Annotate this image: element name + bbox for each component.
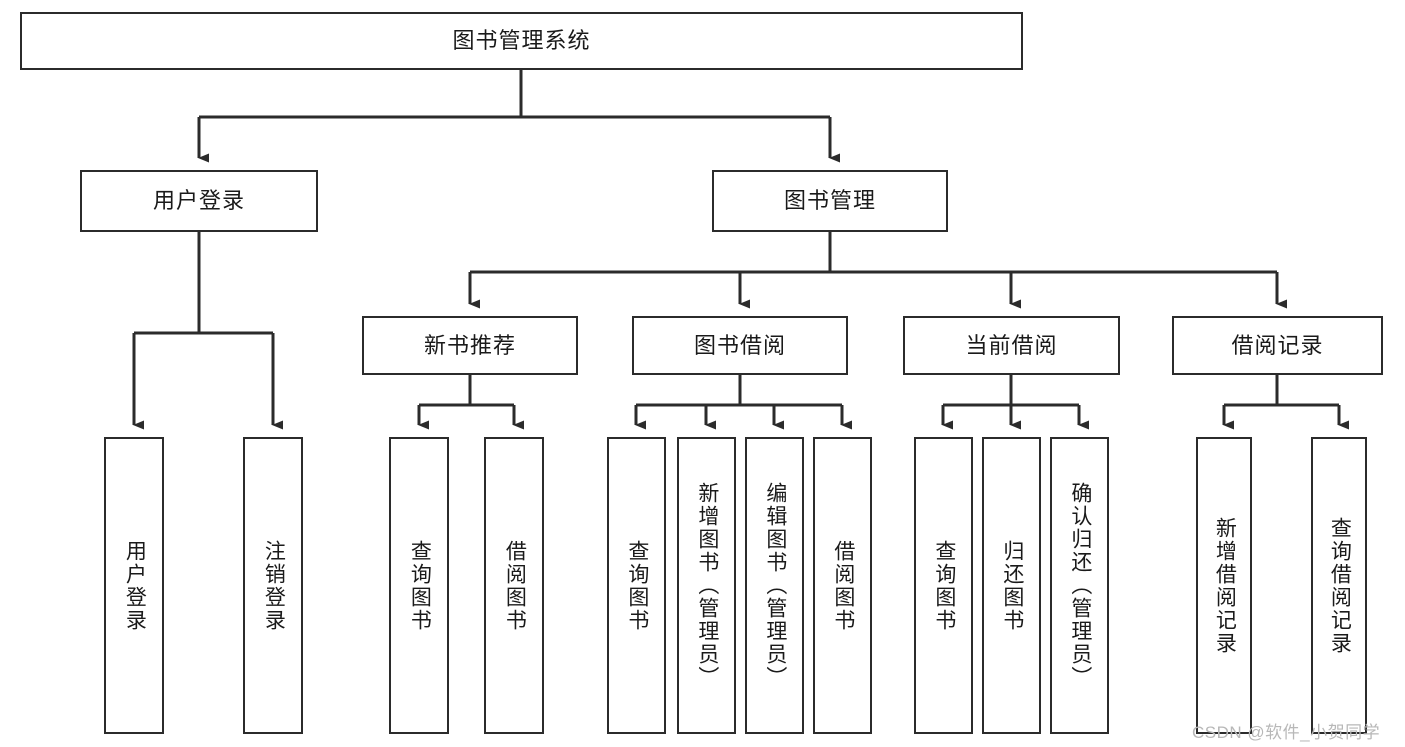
node-label: 确认归还（管理员） — [1068, 482, 1092, 689]
node-label: 注销登录 — [262, 539, 286, 632]
node-label: 查询图书 — [625, 539, 649, 632]
node-book-borrow[interactable]: 图书借阅 — [632, 316, 848, 375]
node-borrow-record[interactable]: 借阅记录 — [1172, 316, 1383, 375]
node-leaf-user-login[interactable]: 用户登录 — [104, 437, 164, 734]
node-current-borrow[interactable]: 当前借阅 — [903, 316, 1120, 375]
node-user-login[interactable]: 用户登录 — [80, 170, 318, 232]
node-leaf-add-borrow-record[interactable]: 新增借阅记录 — [1196, 437, 1252, 734]
node-leaf-edit-book-admin[interactable]: 编辑图书（管理员） — [745, 437, 804, 734]
csdn-watermark: CSDN @软件_小贺同学 — [1192, 723, 1381, 742]
node-label: 图书管理 — [783, 188, 876, 214]
node-label: 新增图书（管理员） — [695, 482, 719, 689]
node-label: 新增借阅记录 — [1213, 516, 1237, 655]
node-label: 编辑图书（管理员） — [763, 482, 787, 689]
node-label: 当前借阅 — [965, 332, 1058, 358]
node-leaf-query-book-2[interactable]: 查询图书 — [607, 437, 666, 734]
node-label: 图书管理系统 — [452, 28, 591, 54]
node-leaf-add-book-admin[interactable]: 新增图书（管理员） — [677, 437, 736, 734]
node-label: 查询借阅记录 — [1328, 516, 1352, 655]
node-leaf-logout-login[interactable]: 注销登录 — [243, 437, 303, 734]
node-leaf-query-book-3[interactable]: 查询图书 — [914, 437, 973, 734]
node-leaf-query-book-1[interactable]: 查询图书 — [389, 437, 449, 734]
node-label: 借阅记录 — [1231, 332, 1324, 358]
node-label: 用户登录 — [123, 539, 147, 632]
node-label: 借阅图书 — [503, 539, 527, 632]
node-label: 图书借阅 — [693, 332, 786, 358]
node-root[interactable]: 图书管理系统 — [20, 12, 1023, 70]
node-leaf-return-book[interactable]: 归还图书 — [982, 437, 1041, 734]
node-leaf-borrow-book-1[interactable]: 借阅图书 — [484, 437, 544, 734]
node-label: 归还图书 — [1000, 539, 1024, 632]
node-new-book-recommend[interactable]: 新书推荐 — [362, 316, 578, 375]
node-label: 用户登录 — [152, 188, 245, 214]
node-leaf-borrow-book-2[interactable]: 借阅图书 — [813, 437, 872, 734]
node-label: 新书推荐 — [423, 332, 516, 358]
node-book-manage[interactable]: 图书管理 — [712, 170, 948, 232]
node-label: 查询图书 — [932, 539, 956, 632]
node-label: 查询图书 — [408, 539, 432, 632]
node-label: 借阅图书 — [831, 539, 855, 632]
node-leaf-query-borrow-record[interactable]: 查询借阅记录 — [1311, 437, 1367, 734]
node-leaf-confirm-return-admin[interactable]: 确认归还（管理员） — [1050, 437, 1109, 734]
